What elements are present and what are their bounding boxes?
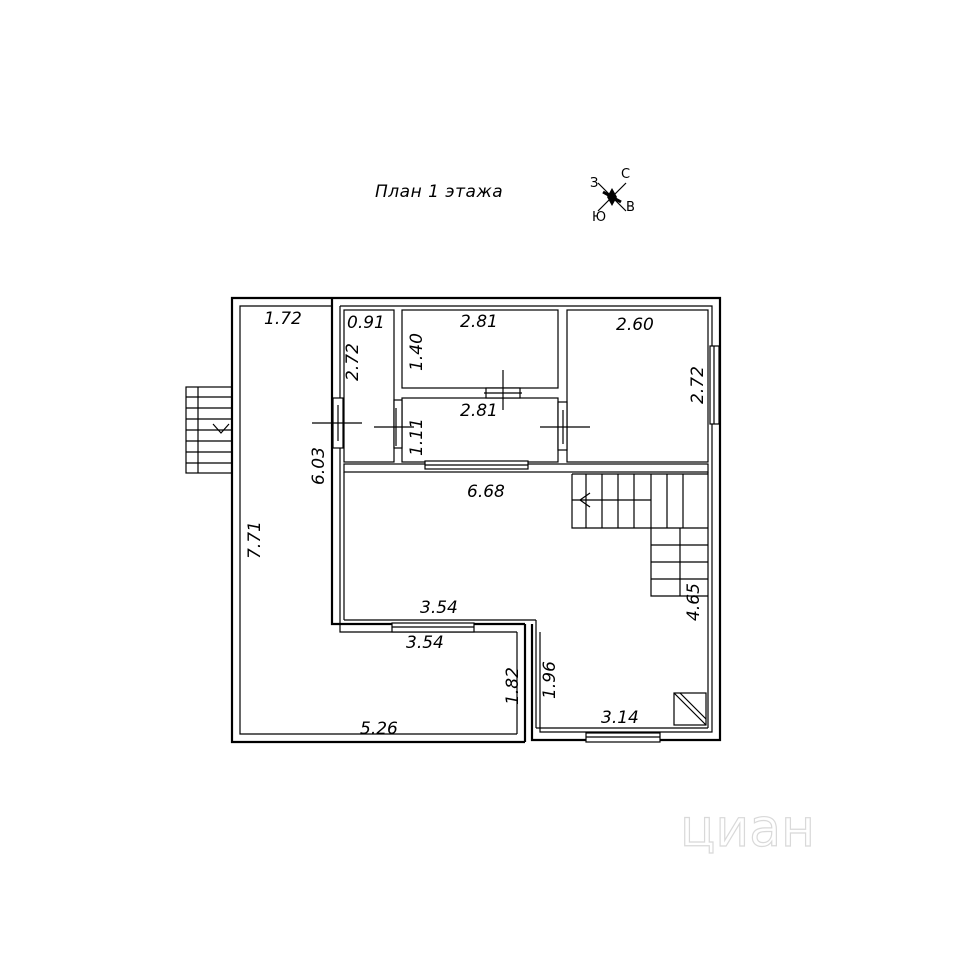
dim-room-right-width: 2.60 <box>616 315 654 335</box>
interior-stairs-icon <box>571 473 708 597</box>
dim-hall-lower-top: 3.54 <box>420 598 458 618</box>
dim-hall-lower-bottom: 3.54 <box>406 633 444 653</box>
dim-inner-left-wall: 6.03 <box>309 447 329 485</box>
compass-icon: С З В Ю <box>590 167 635 225</box>
doors <box>312 370 590 451</box>
compass-west-label: З <box>590 176 598 191</box>
dim-hall-right-height: 4.65 <box>684 583 704 621</box>
dim-closet-width: 0.91 <box>347 313 385 333</box>
dim-terrace-inner-right: 1.82 <box>503 667 523 705</box>
ventilation-shaft-icon <box>673 692 707 726</box>
dim-hall-bottom: 3.14 <box>601 708 639 728</box>
dim-room-right-height: 2.72 <box>688 366 708 404</box>
dim-room-top-width: 2.81 <box>460 312 498 332</box>
dimension-labels: 1.72 7.71 5.26 1.82 6.03 0.91 2.72 2.81 … <box>245 309 708 739</box>
windows <box>391 345 720 743</box>
dim-room-top-height: 1.40 <box>407 333 427 371</box>
entrance-stairs-icon <box>185 386 233 474</box>
compass-south-label: Ю <box>592 210 606 225</box>
dim-terrace-left: 7.71 <box>245 521 265 559</box>
dim-closet-height: 2.72 <box>343 343 363 381</box>
dim-hall-lower-height: 1.96 <box>540 661 560 699</box>
dim-corridor-height: 1.11 <box>407 418 427 456</box>
compass-north-label: С <box>621 167 630 182</box>
watermark-logo: циан <box>680 799 815 859</box>
dim-terrace-top: 1.72 <box>264 309 302 329</box>
dim-corridor-width: 2.81 <box>460 401 498 421</box>
dim-terrace-bottom: 5.26 <box>360 719 398 739</box>
terrace-outline <box>230 296 527 744</box>
dim-hall-width: 6.68 <box>467 482 505 502</box>
compass-east-label: В <box>626 200 635 215</box>
plan-title: План 1 этажа <box>375 182 503 202</box>
